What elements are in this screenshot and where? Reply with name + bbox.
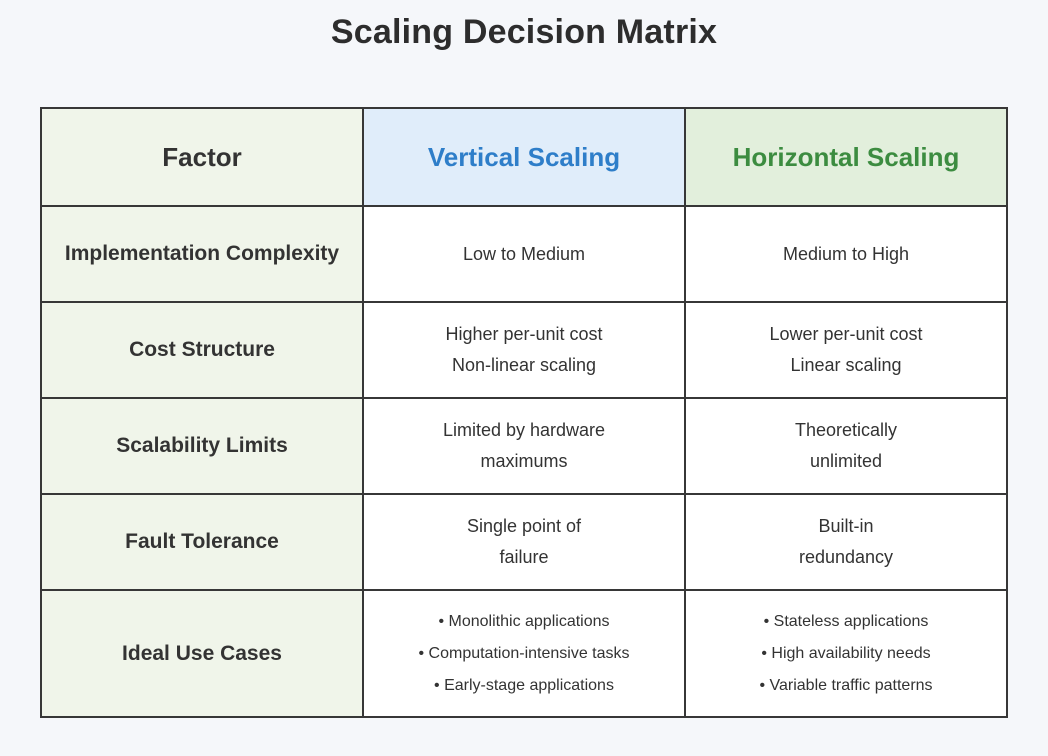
header-cell-horizontal-scaling: Horizontal Scaling [684,107,1008,207]
factor-cell: Scalability Limits [40,397,364,495]
cell-line: Low to Medium [462,243,586,264]
cell-line: redundancy [798,547,894,567]
factor-cell: Fault Tolerance [40,493,364,591]
cell-line: Theoretically [794,420,898,440]
cell-line: Lower per-unit cost [769,324,923,344]
bullet-item: Early-stage applications [374,670,674,702]
cell-line: maximums [480,451,568,471]
scaling-decision-matrix-table: Factor Vertical Scaling Horizontal Scali… [40,107,1008,718]
header-cell-factor: Factor [40,107,364,207]
bullet-item: Computation-intensive tasks [374,638,674,670]
factor-cell: Cost Structure [40,301,364,399]
cell-line: Single point of [466,516,582,536]
horizontal-scaling-cell: Medium to High [684,205,1008,303]
cell-line: Higher per-unit cost [445,324,603,344]
cell-line: failure [499,547,549,567]
vertical-scaling-cell: Higher per-unit cost Non-linear scaling [362,301,686,399]
cell-line: Limited by hardware [442,420,606,440]
table-row-scalability-limits: Scalability Limits Limited by hardware m… [40,397,1008,495]
cell-line: Non-linear scaling [451,355,597,375]
vertical-scaling-cell: Single point of failure [362,493,686,591]
factor-cell: Ideal Use Cases [40,589,364,718]
header-cell-vertical-scaling: Vertical Scaling [362,107,686,207]
vertical-scaling-cell: Limited by hardware maximums [362,397,686,495]
table-row-fault-tolerance: Fault Tolerance Single point of failure … [40,493,1008,591]
bullet-item: Monolithic applications [374,606,674,638]
vertical-scaling-cell: Monolithic applications Computation-inte… [362,589,686,718]
bullet-item: Stateless applications [696,606,996,638]
factor-cell: Implementation Complexity [40,205,364,303]
cell-line: Linear scaling [790,355,902,375]
vertical-scaling-cell: Low to Medium [362,205,686,303]
table-row-implementation-complexity: Implementation Complexity Low to Medium … [40,205,1008,303]
cell-line: unlimited [809,451,883,471]
cell-line: Built-in [818,516,874,536]
horizontal-scaling-cell: Built-in redundancy [684,493,1008,591]
bullet-item: High availability needs [696,638,996,670]
header-row: Factor Vertical Scaling Horizontal Scali… [40,107,1008,207]
horizontal-scaling-cell: Theoretically unlimited [684,397,1008,495]
table-row-cost-structure: Cost Structure Higher per-unit cost Non-… [40,301,1008,399]
bullet-item: Variable traffic patterns [696,670,996,702]
cell-line: Medium to High [782,243,910,264]
horizontal-scaling-cell: Stateless applications High availability… [684,589,1008,718]
horizontal-scaling-cell: Lower per-unit cost Linear scaling [684,301,1008,399]
table-row-ideal-use-cases: Ideal Use Cases Monolithic applications … [40,589,1008,718]
page-title: Scaling Decision Matrix [330,13,718,51]
